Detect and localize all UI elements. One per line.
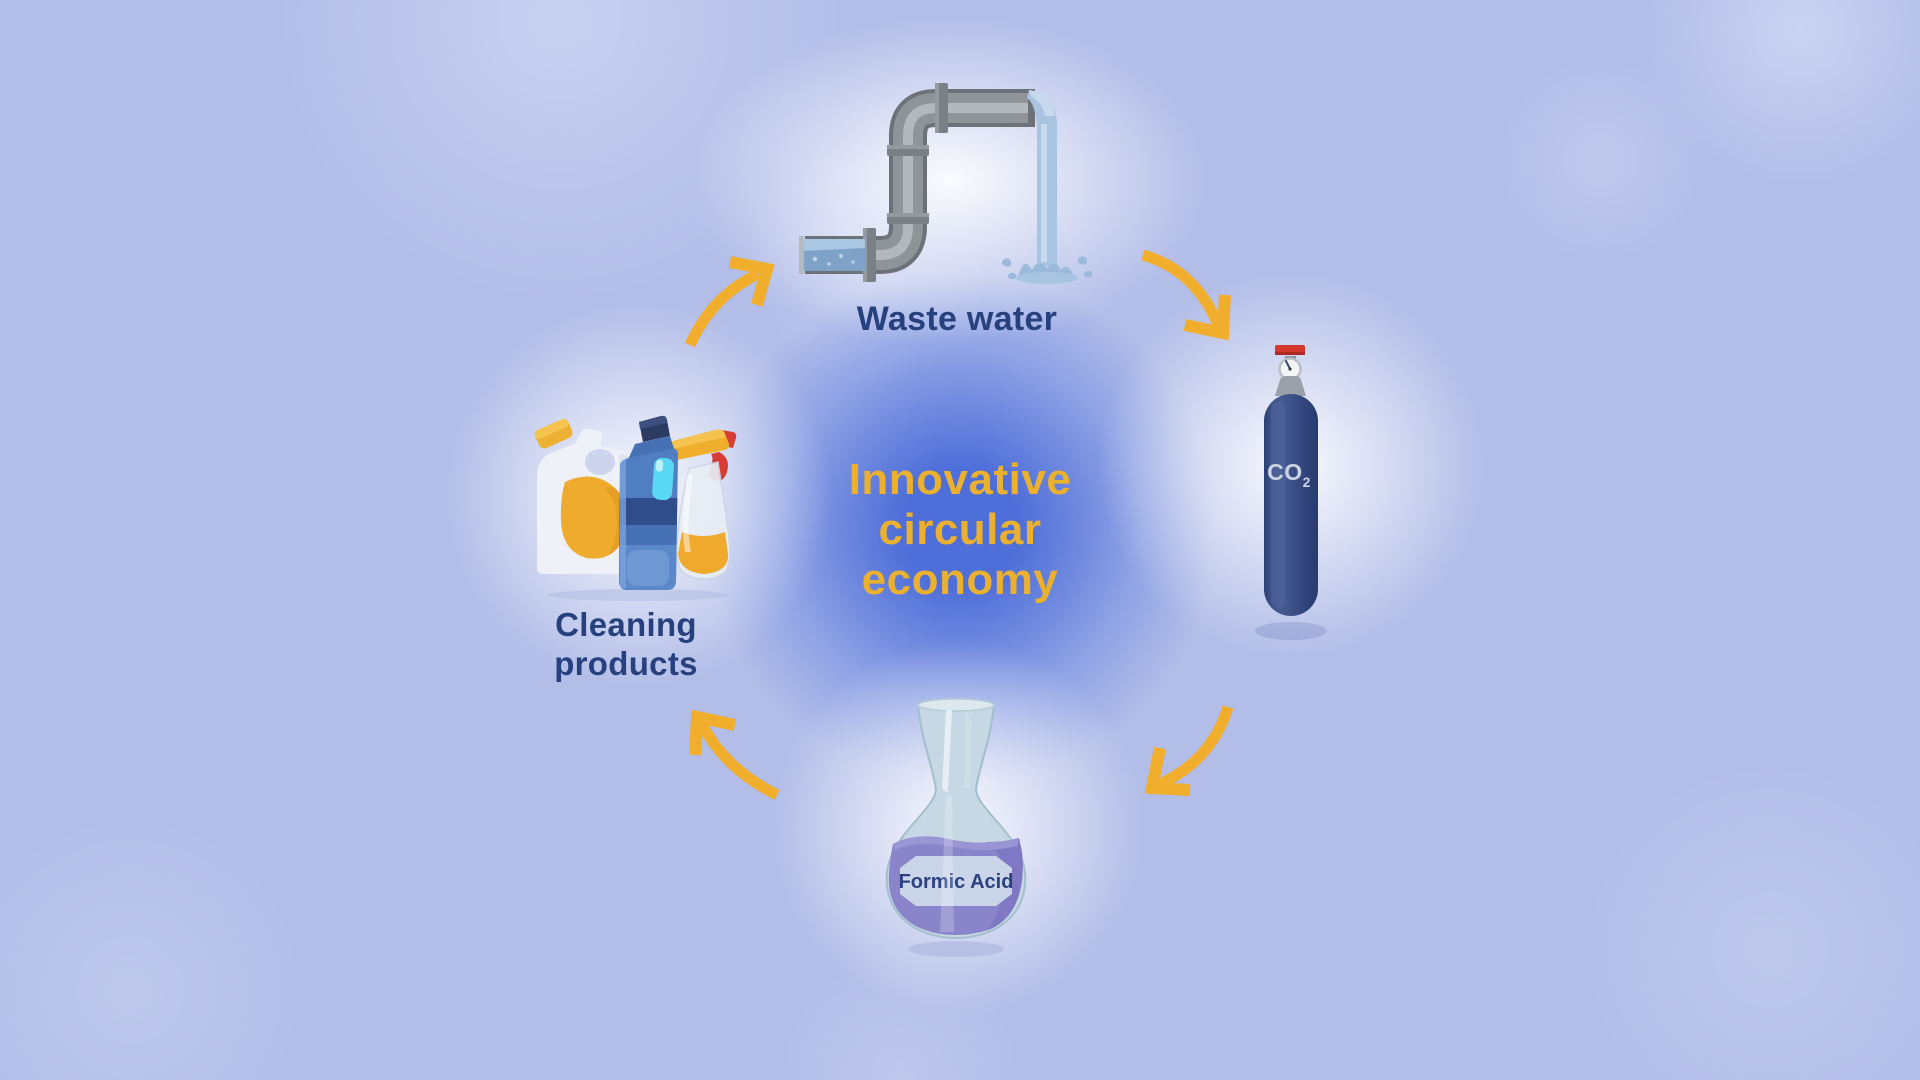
- cylinder-reflection: [1255, 622, 1327, 640]
- cycle-arrow-cleaning-to-wastewater: [684, 256, 775, 348]
- bleach-bottle: [619, 415, 678, 590]
- flask-reflection: [908, 941, 1004, 957]
- cycle-arrow-formic-acid-to-cleaning: [689, 709, 780, 800]
- formic-acid-label: Formic Acid: [899, 871, 1014, 893]
- products-reflection: [548, 589, 728, 601]
- pipe-body: [805, 89, 1035, 274]
- co2-tank-text: CO2: [1267, 459, 1311, 490]
- diagram-title: Innovative circular economy: [848, 455, 1072, 604]
- cylinder-shoulder: [1275, 376, 1306, 396]
- cycle-arrow-co2-to-formic-acid: [1144, 705, 1234, 796]
- jug-handle-hole: [585, 449, 615, 475]
- cycle-arrow-wastewater-to-co2: [1141, 249, 1231, 341]
- cleaning-products-label: Cleaning products: [554, 606, 698, 682]
- waste-water-pipe-illustration: [799, 83, 1093, 284]
- formic-acid-flask-illustration: Formic Acid: [885, 698, 1027, 957]
- valve-assembly: [1275, 345, 1305, 381]
- waste-water-label: Waste water: [856, 300, 1058, 338]
- cleaning-products-illustration: [534, 415, 737, 601]
- valve-cap: [1275, 345, 1305, 354]
- pipe-open-end-water: [799, 236, 865, 274]
- pouring-water: [1001, 90, 1093, 284]
- co2-cylinder-illustration: CO2: [1255, 345, 1327, 640]
- pipe-flanges: [863, 83, 948, 282]
- spray-bottle: [661, 429, 737, 580]
- flask-label-band: [900, 856, 1012, 906]
